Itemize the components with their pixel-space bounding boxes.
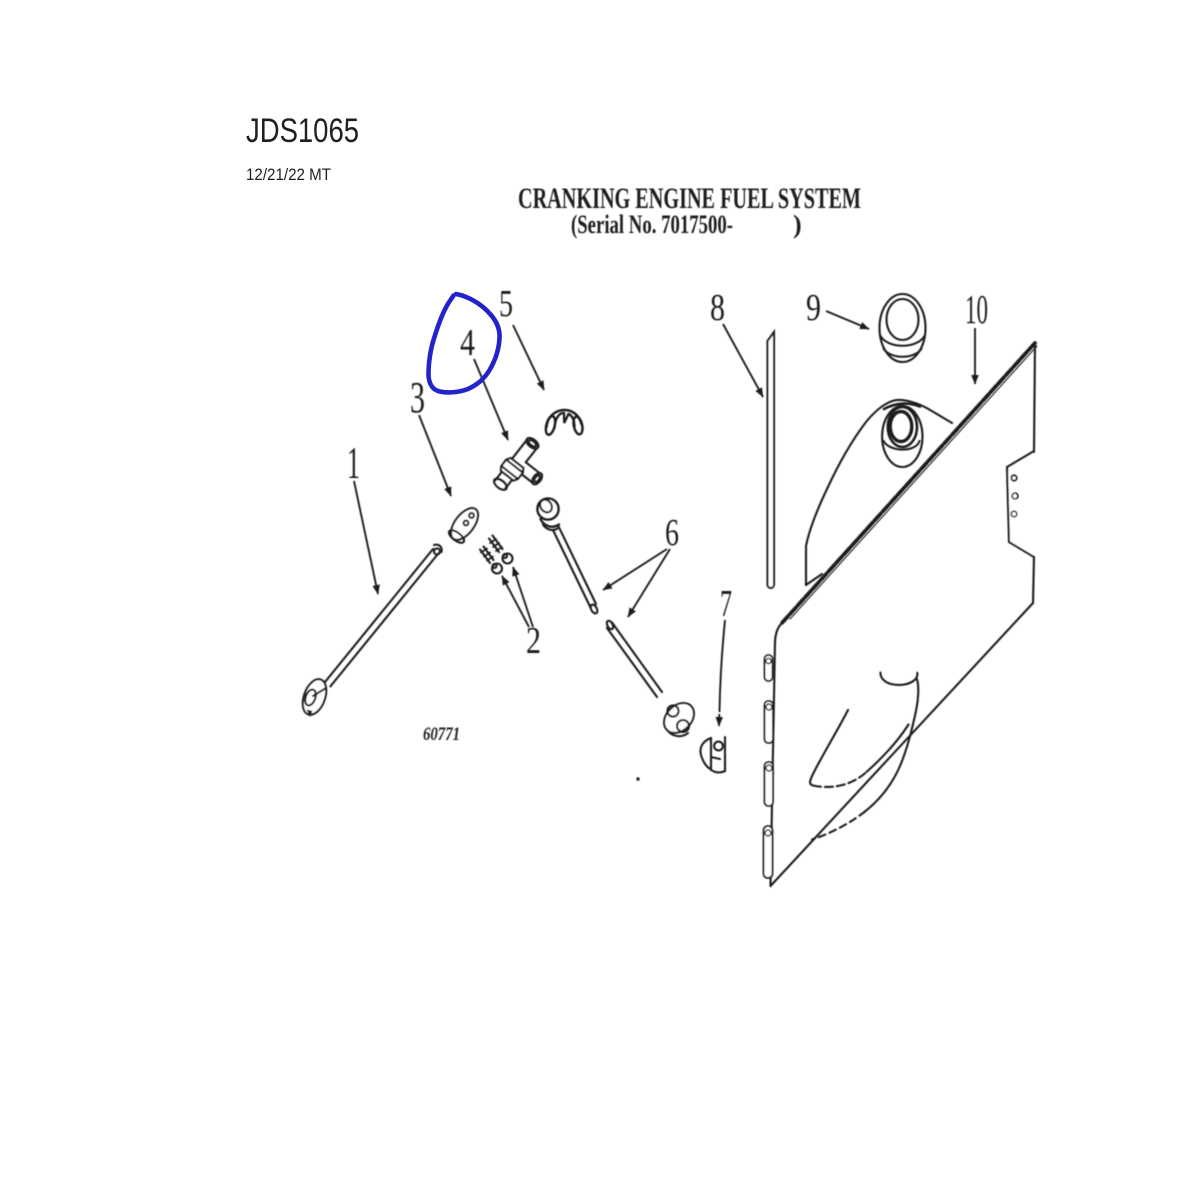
svg-text:7: 7 (720, 583, 732, 625)
svg-text:JDS1065: JDS1065 (246, 112, 359, 150)
svg-text:(Serial No. 7017500-: (Serial No. 7017500- (571, 210, 733, 239)
svg-text:4: 4 (460, 322, 475, 364)
svg-text:9: 9 (806, 287, 821, 329)
svg-text:12/21/22 MT: 12/21/22 MT (246, 165, 331, 184)
svg-text:8: 8 (710, 287, 725, 329)
svg-text:6: 6 (665, 512, 679, 554)
svg-text:2: 2 (526, 620, 541, 662)
svg-text:CRANKING ENGINE FUEL SYSTEM: CRANKING ENGINE FUEL SYSTEM (518, 182, 861, 215)
svg-text:5: 5 (499, 283, 513, 325)
svg-text:): ) (793, 210, 802, 239)
svg-text:1: 1 (347, 438, 360, 488)
svg-text:3: 3 (410, 373, 425, 422)
svg-text:60771: 60771 (423, 724, 460, 745)
svg-text:10: 10 (965, 286, 988, 332)
